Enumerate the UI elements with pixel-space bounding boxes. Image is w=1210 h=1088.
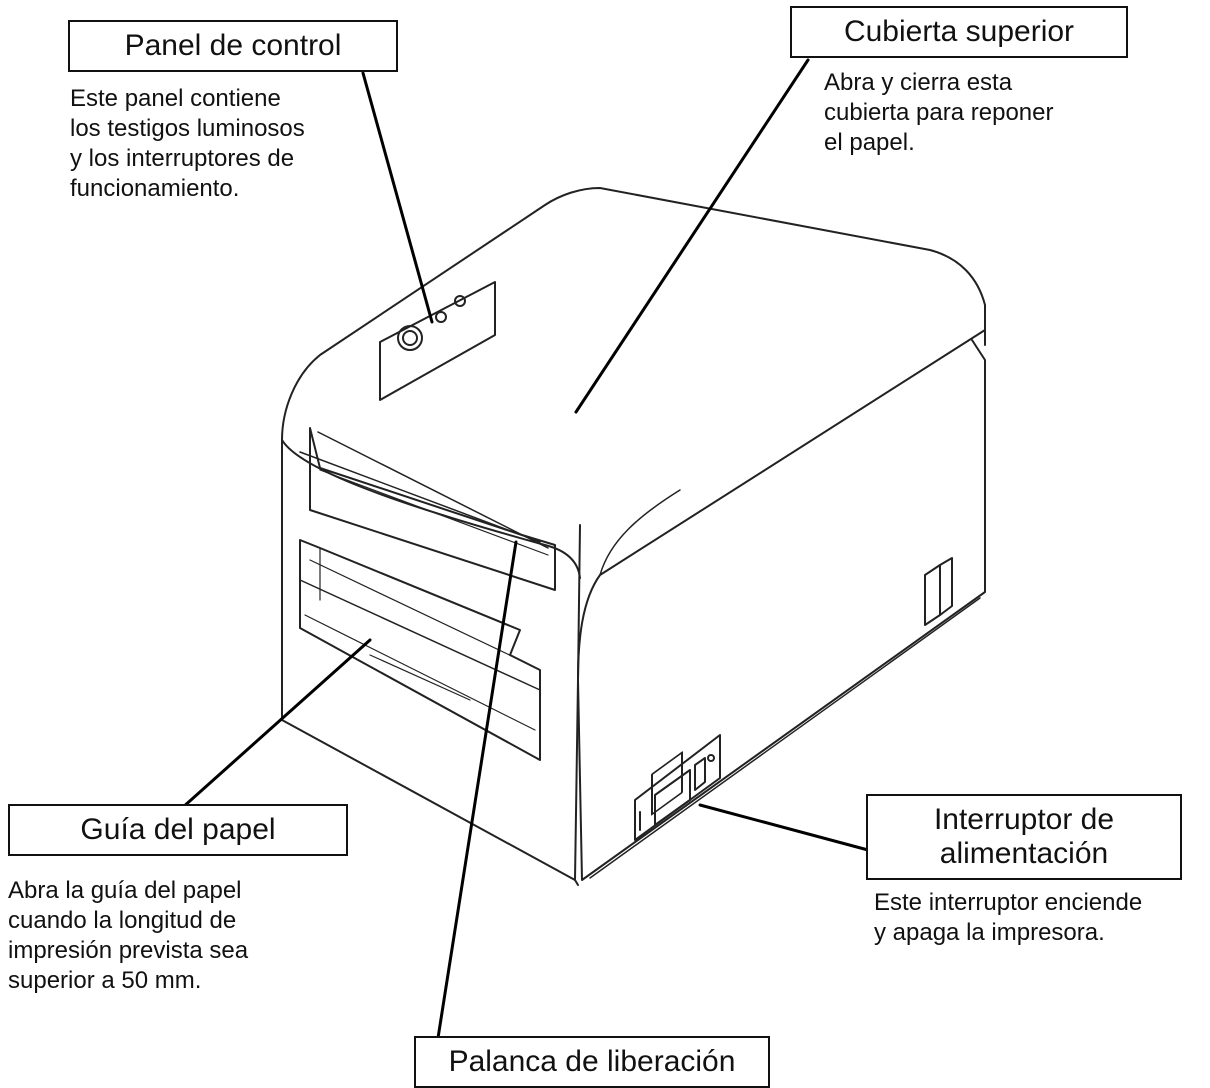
power-switch-housing [634, 734, 721, 841]
control-panel-title: Panel de control [124, 28, 342, 62]
control-panel-label: Panel de control [68, 20, 398, 72]
power-switch-rocker [651, 751, 683, 816]
leader-paper-guide [180, 638, 372, 810]
leader-top-cover [574, 58, 810, 414]
top-cover-label: Cubierta superior [790, 6, 1128, 58]
paper-guide-title: Guía del papel [80, 812, 276, 846]
release-lever-title: Palanca de liberación [448, 1044, 736, 1078]
printer-drawing [180, 58, 986, 1040]
power-button-circle [397, 325, 423, 351]
leader-power-switch [698, 803, 870, 852]
control-panel-description: Este panel contiene los testigos luminos… [70, 85, 305, 202]
power-switch-label: Interruptor de alimentación [866, 794, 1182, 880]
paper-exit-slot [309, 427, 556, 591]
top-cover-title: Cubierta superior [843, 14, 1075, 48]
paper-guide [299, 539, 541, 761]
indicator-led-2 [454, 295, 466, 307]
control-panel-plate [379, 281, 496, 401]
top-cover-description: Abra y cierra esta cubierta para reponer… [824, 69, 1054, 156]
indicator-led-1 [435, 311, 447, 323]
leader-release-lever [436, 540, 518, 1040]
release-lever-label: Palanca de liberación [414, 1036, 770, 1088]
top-cover [281, 187, 986, 526]
leader-control-panel [361, 71, 434, 324]
power-switch-description: Este interruptor enciende y apaga la imp… [874, 889, 1143, 946]
paper-guide-description: Abra la guía del papel cuando la longitu… [8, 877, 249, 994]
paper-guide-label: Guía del papel [8, 804, 348, 856]
printer-body-side [577, 339, 986, 881]
power-switch-title: Interruptor de alimentación [933, 802, 1115, 871]
